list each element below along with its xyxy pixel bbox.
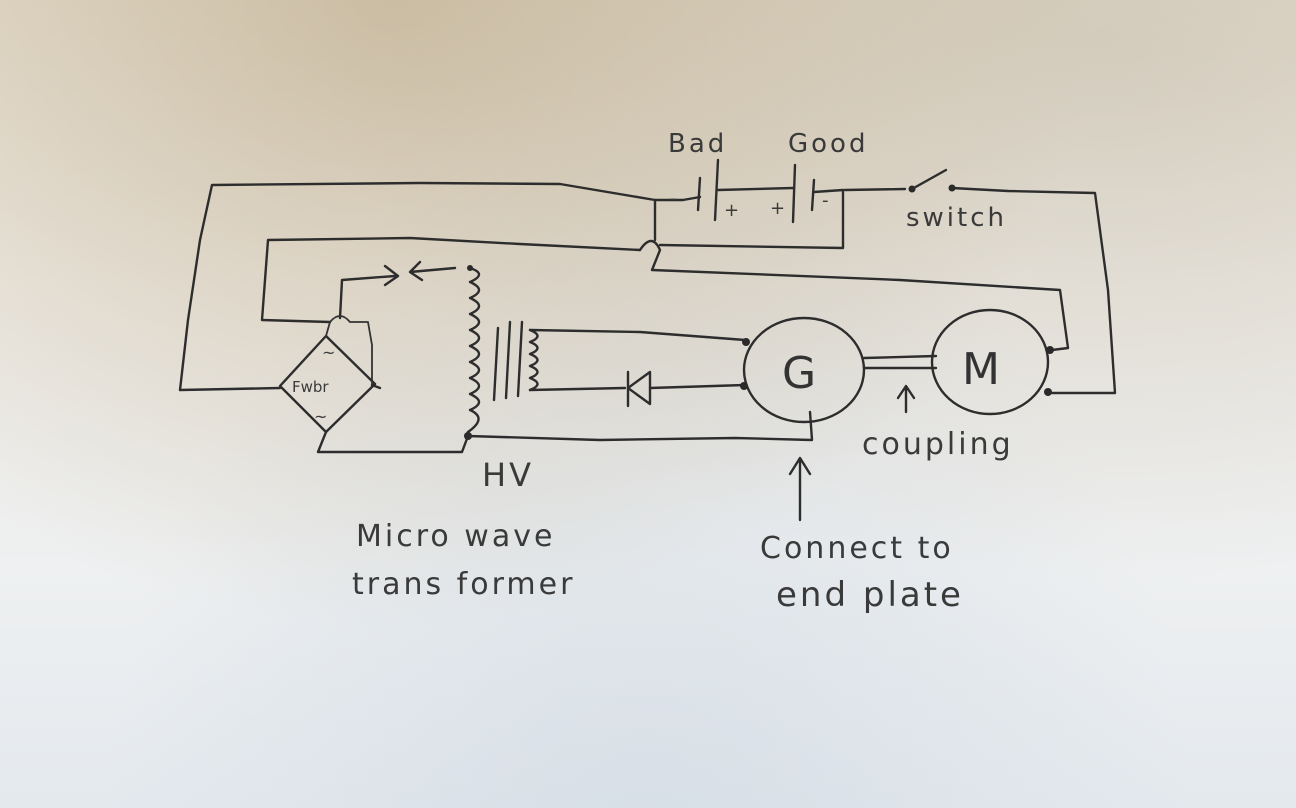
- label-bridge-ac-top: ~: [322, 343, 338, 362]
- transformer-secondary-coil: [528, 328, 539, 392]
- wire-battery-box: [653, 188, 845, 250]
- motor-terminal-bottom: [1044, 388, 1052, 396]
- label-bad: Bad: [668, 129, 727, 159]
- wire-battery-good-pos: [812, 188, 845, 194]
- motor-circle: [930, 308, 1050, 416]
- generator-terminal-bottom: [740, 382, 748, 390]
- label-switch: switch: [906, 203, 1007, 233]
- label-bad-minus: -: [670, 188, 680, 209]
- transformer-core: [492, 320, 524, 402]
- transformer-tap-arrow: [338, 260, 457, 320]
- label-bridge: Fwbr: [292, 378, 329, 396]
- wire-secondary-bottom: [528, 383, 747, 392]
- label-bad-plus: +: [724, 200, 742, 221]
- battery-bad-symbol: [696, 158, 720, 222]
- label-connect-line1: Connect to: [760, 531, 954, 566]
- wire-bridge-top: [325, 315, 373, 386]
- wire-hop: [638, 239, 1070, 352]
- label-hv: HV: [482, 456, 534, 494]
- motor-terminal-top: [1046, 346, 1054, 354]
- label-bridge-ac-bottom: ~: [314, 407, 330, 426]
- generator-terminal-top: [742, 338, 750, 346]
- wire-outer-left: [178, 181, 685, 392]
- wire-bridge-left-out: [178, 386, 282, 392]
- diode-symbol: [626, 370, 652, 408]
- generator-circle: [742, 316, 866, 424]
- transformer-top-terminal: [467, 265, 473, 271]
- wire-battery-series: [716, 186, 795, 192]
- label-generator: G: [782, 348, 816, 399]
- wire-hv-to-generator: [466, 410, 814, 442]
- switch-contact-right: [948, 184, 956, 192]
- label-coupling: coupling: [862, 427, 1014, 462]
- label-good-minus: -: [822, 190, 832, 211]
- switch-lever: [910, 168, 948, 191]
- wire-inner-loop: [260, 236, 642, 324]
- label-good: Good: [788, 129, 868, 159]
- wire-bridge-bottom: [316, 430, 470, 454]
- wire-transformer-primary-right: [370, 383, 382, 390]
- coupling-arrow: [896, 384, 916, 414]
- wire-secondary-top: [528, 328, 747, 342]
- label-connect-line2: end plate: [776, 575, 964, 615]
- wire-outer-right: [843, 186, 1117, 395]
- battery-good-symbol: [791, 163, 816, 224]
- label-good-plus: +: [770, 198, 788, 219]
- end-plate-arrow: [788, 456, 812, 522]
- label-motor: M: [962, 344, 1000, 395]
- transformer-primary-coil: [466, 266, 481, 434]
- label-transformer-line2: trans former: [352, 567, 575, 602]
- coupling-shaft: [862, 354, 938, 370]
- label-transformer-line1: Micro wave: [356, 519, 555, 554]
- wire-battery-bad-neg: [681, 195, 702, 202]
